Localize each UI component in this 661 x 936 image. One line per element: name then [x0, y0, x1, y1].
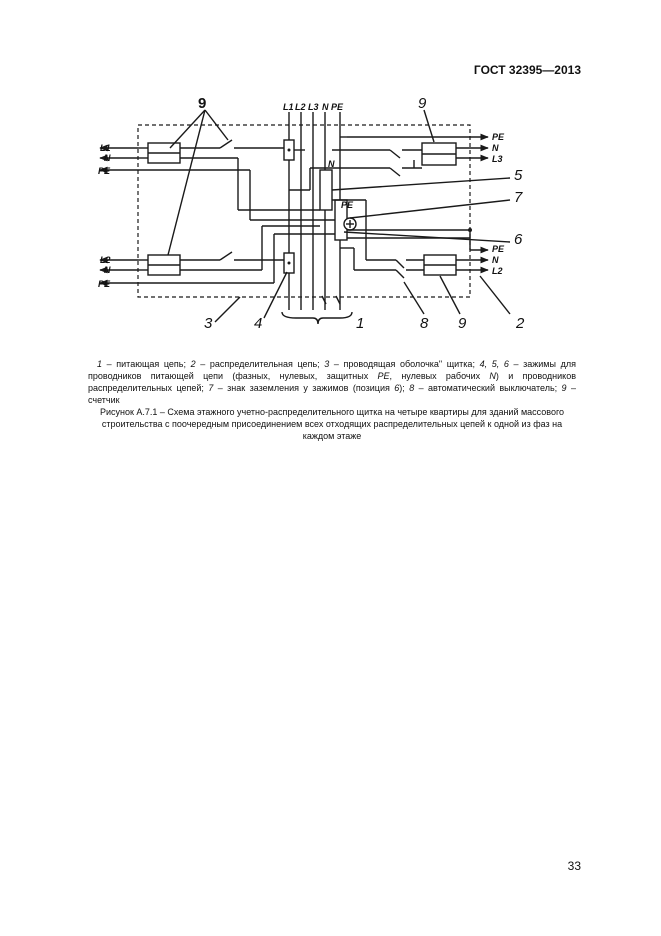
lower-left-label-n: N	[104, 265, 111, 275]
lower-left-label-l2: L2	[100, 255, 111, 265]
upper-right-label-n: N	[492, 143, 499, 153]
callout-6: 6	[514, 231, 523, 248]
bus-label-n: N	[322, 102, 329, 112]
upper-left-label-n: N	[104, 153, 111, 163]
enclosure-outline	[137, 124, 471, 298]
lower-left-circuit	[99, 225, 335, 287]
callout-7: 7	[514, 189, 523, 206]
callout-3: 3	[204, 315, 213, 332]
callout-9-lower: 9	[458, 315, 467, 332]
lower-right-label-pe: PE	[492, 244, 505, 254]
callout-9-left: 9	[198, 95, 206, 112]
clamp-n-label: N	[328, 159, 335, 169]
callout-9-right: 9	[418, 95, 427, 112]
callout-8: 8	[420, 315, 429, 332]
lower-right-label-n: N	[492, 255, 499, 265]
upper-left-label-l1: L1	[100, 143, 111, 153]
bus-label-pe: PE	[331, 102, 344, 112]
wiring-diagram: L1 L2 L3 N PE N PE L1 N PE	[98, 95, 525, 332]
upper-left-label-pe: PE	[98, 166, 111, 176]
callout-2: 2	[515, 315, 525, 332]
page-number: 33	[567, 859, 581, 873]
upper-right-label-pe: PE	[492, 132, 505, 142]
bus-label-l2: L2	[295, 102, 306, 112]
clamp-pe-label: PE	[341, 200, 354, 210]
lower-left-label-pe: PE	[98, 279, 111, 289]
figure-legend: 1 – питающая цепь; 2 – распределительная…	[88, 359, 576, 405]
callout-1: 1	[356, 315, 364, 332]
upper-left-circuit	[99, 139, 335, 221]
standard-header: ГОСТ 32395—2013	[473, 63, 581, 77]
figure-caption: Рисунок А.7.1 – Схема этажного учетно-ра…	[99, 407, 565, 441]
upper-right-circuit	[289, 133, 489, 191]
upper-right-label-l3: L3	[492, 154, 503, 164]
callout-5: 5	[514, 167, 523, 184]
bus-label-l1: L1	[283, 102, 294, 112]
callout-leaders	[167, 109, 511, 323]
lower-right-label-l2: L2	[492, 266, 503, 276]
lower-right-circuit	[332, 199, 489, 279]
bus-label-l3: L3	[308, 102, 319, 112]
callout-4: 4	[254, 315, 262, 332]
clamp-n	[319, 169, 333, 211]
